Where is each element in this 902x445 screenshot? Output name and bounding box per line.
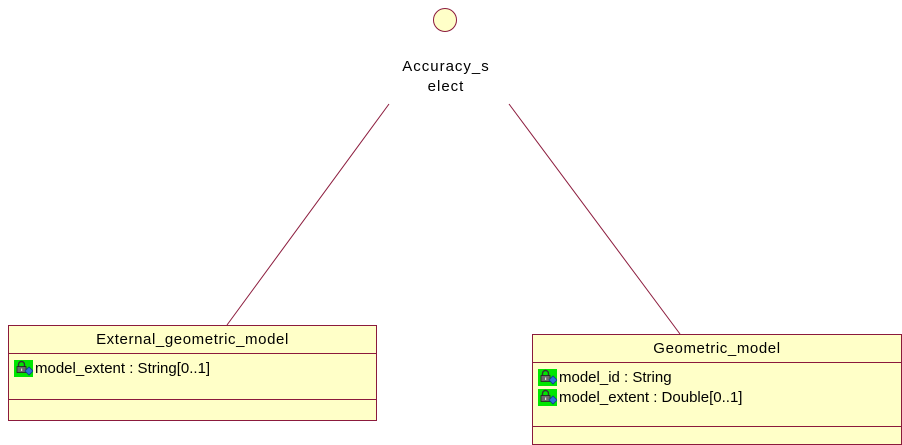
attributes-compartment: model_id : String model_extent : Double[… (533, 363, 901, 427)
attribute-row[interactable]: model_extent : String[0..1] (14, 358, 376, 378)
attribute-text: model_extent : Double[0..1] (559, 388, 743, 406)
interface-circle-icon[interactable] (433, 8, 457, 32)
class-external-geometric-model[interactable]: External_geometric_model model_extent : … (8, 325, 377, 421)
attribute-text: model_id : String (559, 368, 672, 386)
interface-label-line-1: Accuracy_s (402, 58, 490, 75)
class-name: Geometric_model (533, 335, 901, 363)
connector-to-external-geometric-model[interactable] (226, 103, 390, 326)
private-attribute-lock-icon (538, 388, 557, 406)
attribute-row[interactable]: model_id : String (538, 367, 901, 387)
interface-label-line-2: elect (427, 78, 465, 95)
class-name: External_geometric_model (9, 326, 376, 354)
interface-label[interactable]: Accuracy_s elect (376, 57, 516, 97)
private-attribute-lock-icon (14, 359, 33, 377)
connector-to-geometric-model[interactable] (508, 103, 681, 335)
attributes-compartment: model_extent : String[0..1] (9, 354, 376, 400)
attribute-text: model_extent : String[0..1] (35, 359, 211, 377)
class-geometric-model[interactable]: Geometric_model model_id : String model_… (532, 334, 902, 445)
attribute-row[interactable]: model_extent : Double[0..1] (538, 387, 901, 407)
private-attribute-lock-icon (538, 368, 557, 386)
